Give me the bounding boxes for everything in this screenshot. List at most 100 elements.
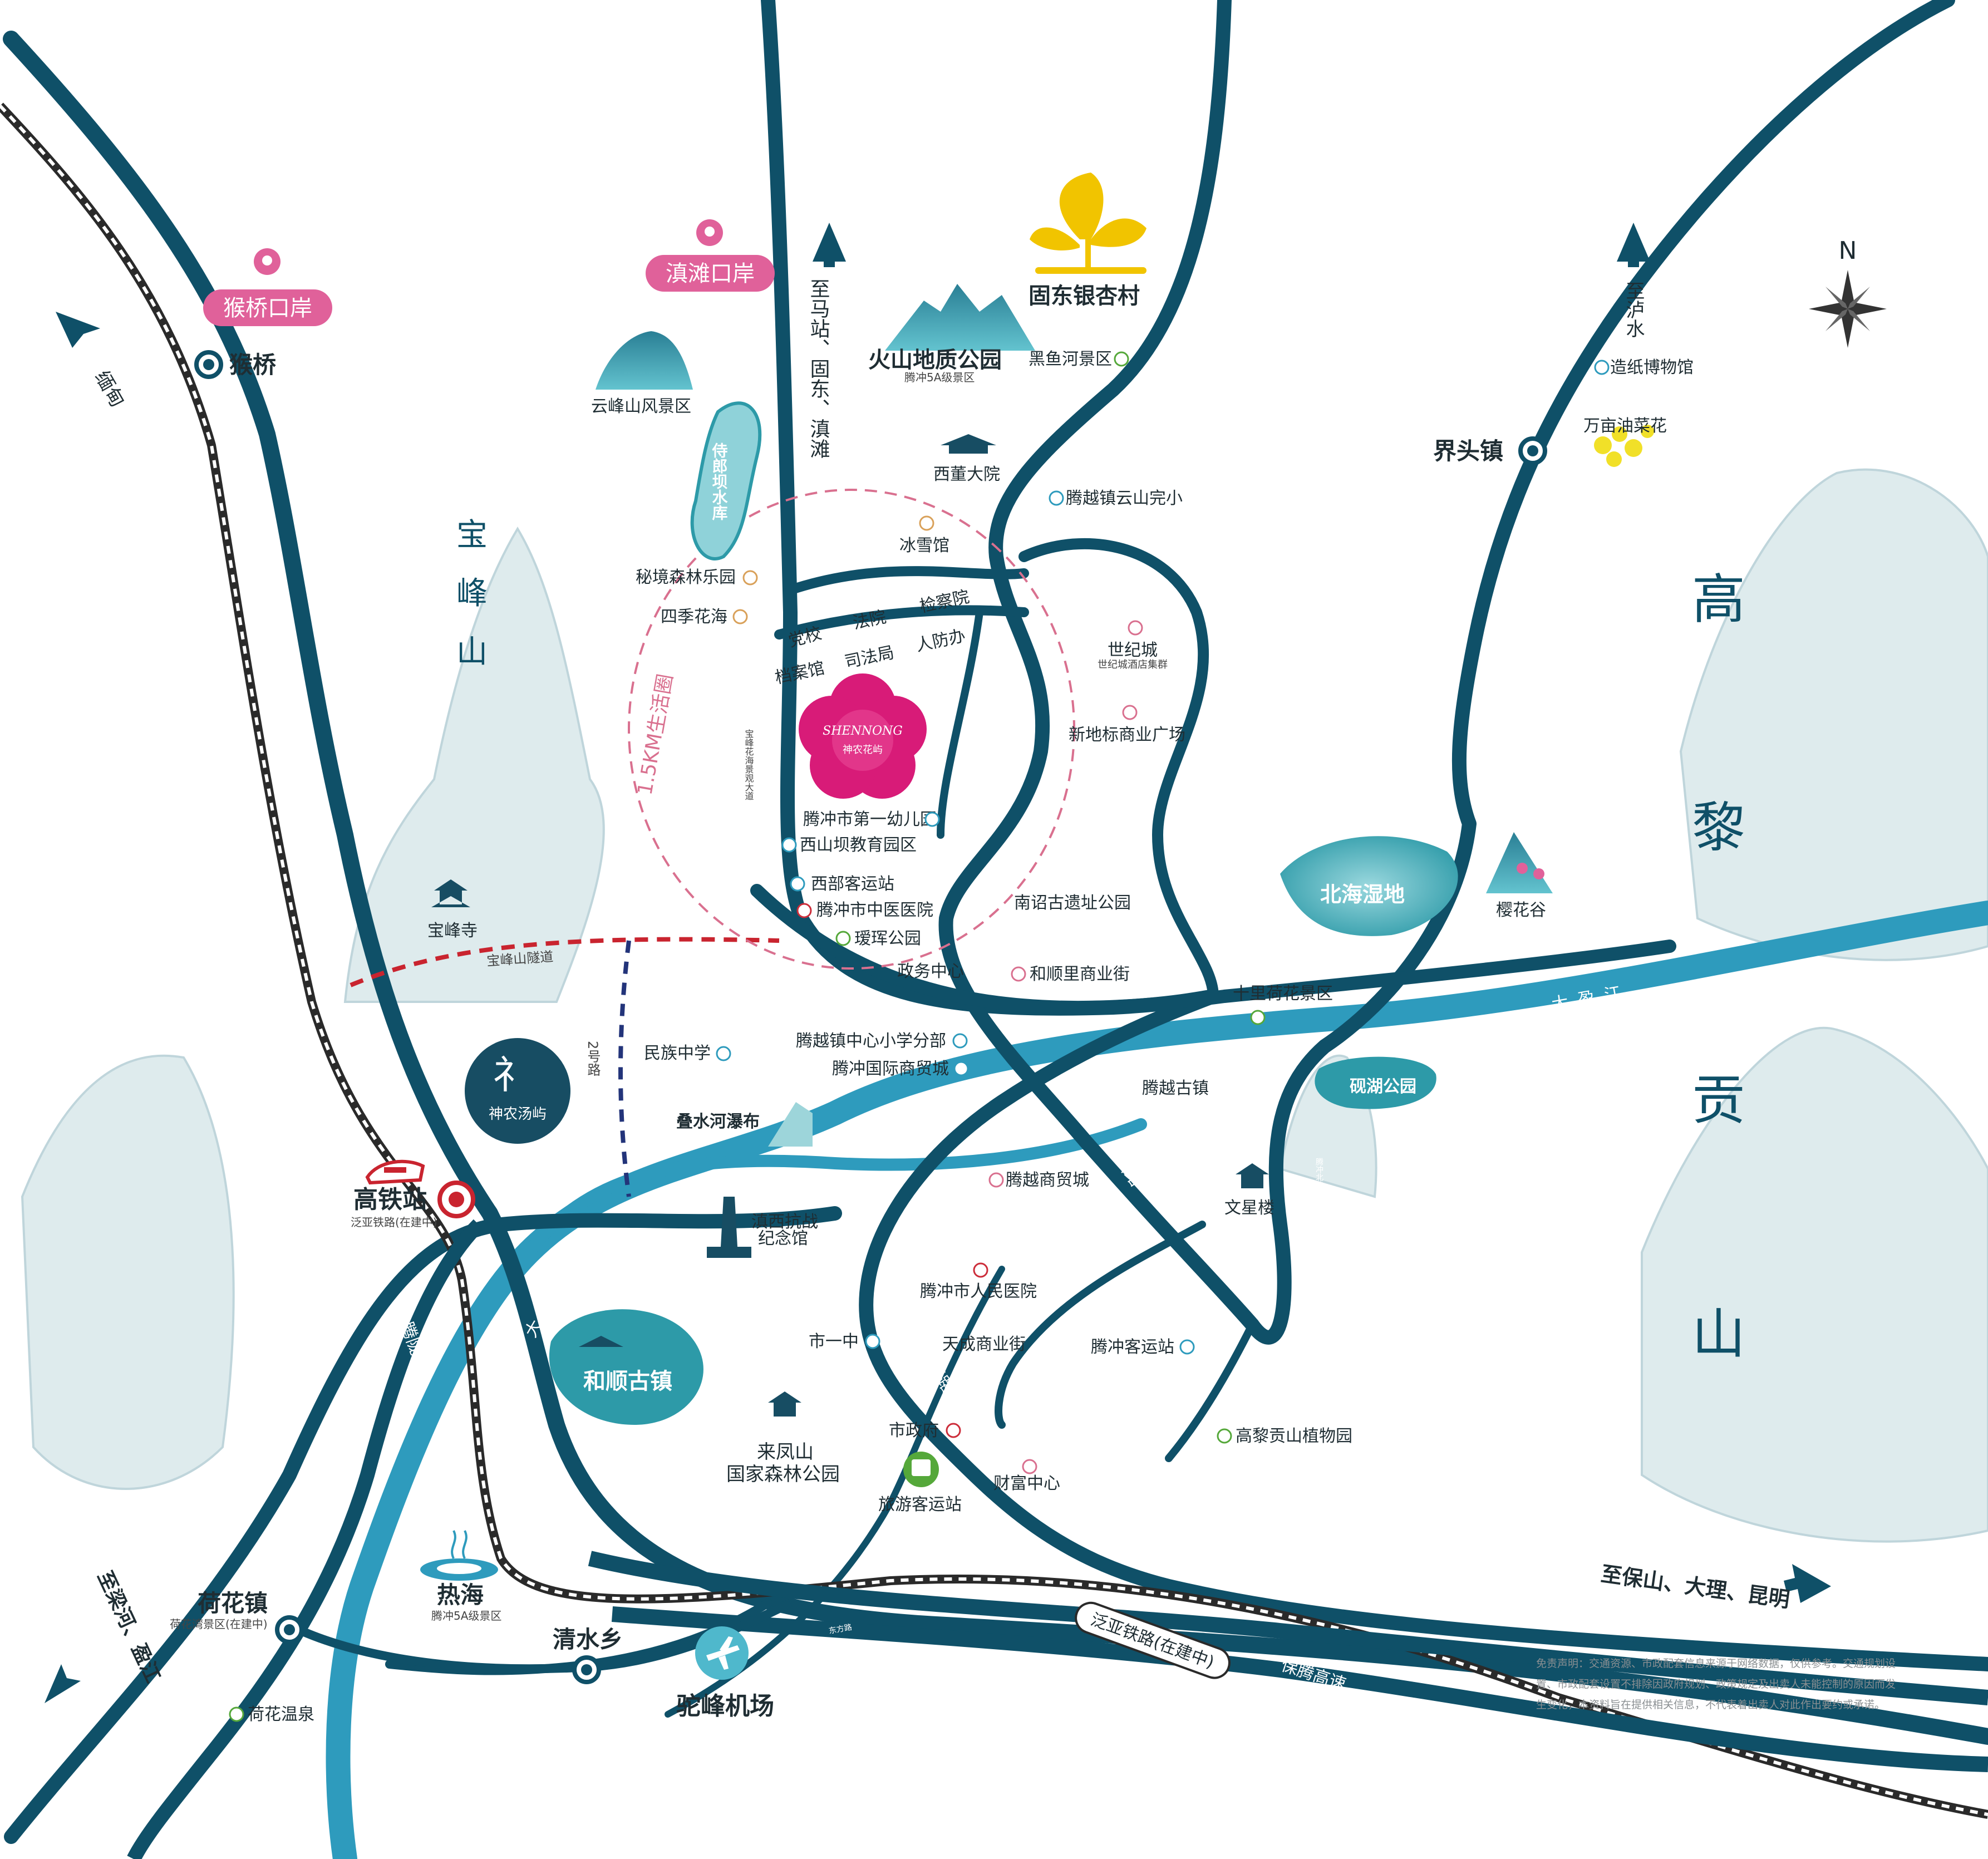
arrow-left-up-icon — [56, 312, 100, 348]
road-label-x195: X195 — [992, 686, 1022, 733]
scenic-baofengsi: 宝峰寺 — [427, 921, 478, 941]
scenic-rehai-sub: 腾冲5A级景区 — [431, 1609, 501, 1622]
gaoligong-mountain-label: 高 黎 贡 山 — [1692, 568, 1745, 1365]
river-dayingjiang — [326, 901, 1988, 1859]
yanhu-lake — [1315, 1056, 1436, 1109]
poi-xindibiao: 新地标商业广场 — [1069, 725, 1185, 745]
arrow-up-icon — [1617, 223, 1650, 267]
poi-shijicheng-sub: 世纪城酒店集群 — [1098, 659, 1168, 671]
project-name: 神农花屿 — [843, 744, 883, 756]
poi-tengyue-xx: 腾越镇中心小学分部 — [796, 1031, 946, 1051]
town-qingshui: 清水乡 — [553, 1626, 623, 1653]
beihai-wetland — [1280, 836, 1458, 936]
svg-text:峰: 峰 — [456, 576, 488, 612]
direction-arrows — [45, 223, 1831, 1703]
town-gaotie: 高铁站 — [353, 1186, 427, 1214]
svg-text:贡: 贡 — [1692, 1069, 1745, 1132]
scenic-hehuawenquan: 荷花温泉 — [248, 1705, 314, 1724]
railway-fanya — [0, 102, 1988, 1819]
train-icon — [365, 1159, 425, 1185]
scenic-heshun: 和顺古镇 — [583, 1369, 672, 1394]
reservoir-shilang — [690, 401, 762, 560]
direction-miandian: 缅甸 — [90, 367, 129, 411]
project-en: SHENNONG — [823, 724, 903, 738]
ginkgo-icon — [1030, 173, 1146, 274]
poi-xishanba: 西山坝教育园区 — [800, 835, 917, 855]
town-houqiao: 猴桥 — [229, 351, 276, 378]
poi-sijihuahai: 四季花海 — [661, 607, 727, 627]
svg-text:宝: 宝 — [456, 517, 488, 553]
poi-minzu: 民族中学 — [644, 1044, 711, 1063]
scenic-dieshui: 叠水河瀑布 — [676, 1112, 760, 1132]
poi-tengchong-ky: 腾冲客运站 — [1091, 1337, 1174, 1357]
airport-label: 驼峰机场 — [676, 1692, 774, 1720]
town-markers — [194, 350, 1547, 1684]
scenic-xidong: 西董大院 — [933, 465, 1000, 484]
rehai-icon — [420, 1530, 498, 1581]
side-road-5: 腾冲北路 — [1315, 1157, 1323, 1189]
waterfall-icon — [768, 1102, 813, 1147]
svg-text:置、市政配套设置不排除因政府规划、政策规定及出卖人未能控制的: 置、市政配套设置不排除因政府规划、政策规定及出卖人未能控制的原因而发 — [1536, 1678, 1896, 1690]
poi-youeryuan: 腾冲市第一幼儿园 — [803, 810, 937, 829]
scenic-beihai: 北海湿地 — [1320, 882, 1405, 907]
road-label-g556: G556 — [1352, 1557, 1393, 1580]
poi-shizhengfu: 市政府 — [889, 1421, 939, 1440]
side-road-6: 东方路 — [828, 1623, 853, 1636]
town-gaotie-sub: 泛亚铁路(在建中) — [351, 1216, 437, 1229]
scenic-yinghua: 樱花谷 — [1496, 901, 1546, 920]
volcano-mountain-icon — [885, 284, 1035, 351]
baofeng-mountain-label: 宝 峰 山 — [456, 517, 488, 670]
scenic-gudong: 固东银杏村 — [1029, 283, 1140, 309]
scenic-yunfeng: 云峰山风景区 — [591, 397, 691, 416]
poi-danganguan: 档案馆 — [773, 658, 826, 688]
road2-label: 2号路 — [585, 1041, 601, 1076]
road-tenglong — [127, 1219, 484, 1859]
north-compass: N — [1809, 237, 1887, 348]
side-road-2: 腾冲大道 — [961, 763, 971, 798]
svg-text:黎: 黎 — [1692, 796, 1745, 859]
bus-icon — [903, 1452, 939, 1487]
pagoda-icons — [431, 434, 1269, 1417]
poi-tengyue-gz: 腾越古镇 — [1142, 1079, 1209, 1098]
poi-fayuan: 法院 — [851, 607, 888, 633]
scenic-kangzhan2: 纪念馆 — [758, 1229, 808, 1248]
tunnel-baofeng — [350, 937, 780, 987]
poi-mijing: 秘境森林乐园 — [636, 568, 736, 587]
town-jietou: 界头镇 — [1433, 437, 1503, 465]
scenic-kangzhan1: 滇西抗战 — [751, 1212, 818, 1232]
direction-lianghe: 至梁河、盈江 — [93, 1567, 164, 1686]
scenic-shilihehua: 十里荷花景区 — [1233, 984, 1333, 1004]
svg-text:山: 山 — [1692, 1303, 1745, 1365]
ink-mountain-decoration — [21, 468, 1988, 1543]
poi-icons — [229, 351, 1610, 1722]
scenic-gaoligong-plant: 高黎贡山植物园 — [1236, 1427, 1352, 1446]
scenic-shilang: 侍郎坝水库 — [710, 442, 729, 521]
life-circle-1-5km — [628, 489, 1075, 970]
poi-zhengwu: 政务中心 — [897, 962, 964, 981]
scenic-rehai: 热海 — [437, 1581, 484, 1609]
heshun-lake — [549, 1309, 703, 1425]
direction-lushui: 至泸水 — [1622, 281, 1645, 338]
poi-shiyi: 市一中 — [809, 1332, 859, 1351]
poi-tiancheng: 天成商业街 — [942, 1335, 1026, 1354]
svg-text:山: 山 — [456, 634, 488, 670]
port-diantan-label: 滇滩口岸 — [666, 261, 755, 287]
road-2-dashed — [618, 940, 631, 1197]
side-road-4: 绿洲路 — [1168, 1373, 1180, 1398]
svg-text:生变化，本资料旨在提供相关信息，不代表着出卖人对此作出要约或: 生变化，本资料旨在提供相关信息，不代表着出卖人对此作出要约或承诺。 — [1536, 1699, 1885, 1711]
rapeseed-icon — [1594, 425, 1654, 467]
arrow-up-icon — [813, 223, 846, 267]
yunfeng-mountain-icon — [596, 331, 693, 390]
poi-yunshan: 腾越镇云山完小 — [1066, 489, 1183, 508]
direction-mazhan: 至马站、固东、滇滩 — [807, 278, 830, 459]
svg-text:免责声明：交通资源、市政配套信息来源于网络数据，仅供参考。交: 免责声明：交通资源、市政配套信息来源于网络数据，仅供参考。交通规划设 — [1536, 1658, 1896, 1670]
poi-tengyue-sm: 腾越商贸城 — [1006, 1171, 1089, 1190]
poi-sifaju: 司法局 — [843, 643, 895, 672]
poi-yuanhui: 瑷珲公园 — [854, 929, 921, 948]
highway-baoteng-line — [611, 1606, 1988, 1772]
svg-text:高: 高 — [1692, 568, 1745, 631]
scenic-zaozhi: 造纸博物馆 — [1610, 358, 1694, 377]
scenic-huoshan-sub: 腾冲5A级景区 — [904, 371, 975, 384]
